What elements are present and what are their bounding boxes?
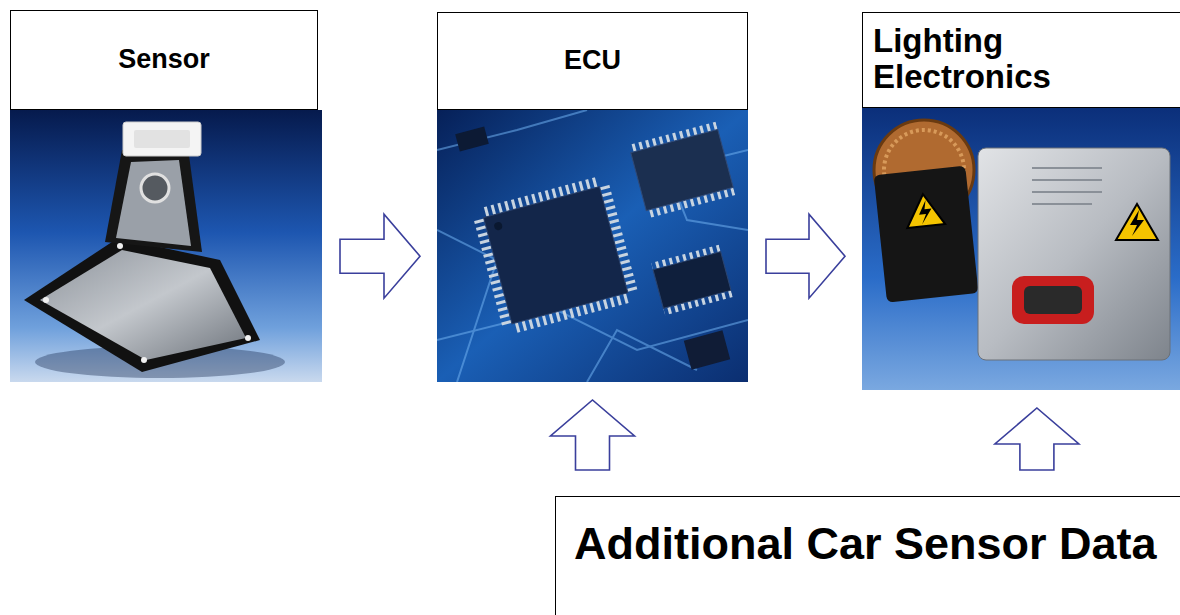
photo-part	[141, 357, 147, 363]
photo-part	[874, 166, 979, 303]
box-label: ECU	[564, 46, 621, 76]
block-arrow	[551, 400, 635, 470]
label-box: Lighting Electronics	[862, 12, 1180, 108]
photo-part	[1116, 204, 1158, 240]
photo-part	[123, 122, 201, 156]
photo-part	[862, 108, 1180, 390]
photo-part	[24, 238, 260, 372]
photo-part	[141, 174, 169, 202]
component-block: Lighting Electronics	[862, 12, 1180, 390]
photo-part	[629, 122, 736, 219]
block-arrow	[340, 214, 420, 298]
photo-part	[437, 110, 748, 382]
box-label: Sensor	[118, 45, 210, 75]
photo-part	[1024, 286, 1082, 314]
photo-part	[1032, 168, 1102, 204]
photo-part	[1032, 203, 1092, 205]
photo-part	[116, 160, 191, 246]
sensor-photo	[10, 110, 322, 382]
photo-part	[10, 110, 322, 382]
photo-part	[631, 129, 733, 210]
photo-part	[1012, 276, 1094, 324]
photo-part	[117, 243, 123, 249]
box-label: Lighting Electronics	[873, 23, 1103, 96]
photo-part	[978, 148, 1170, 360]
photo-part	[484, 187, 628, 324]
photo-part	[653, 252, 731, 309]
label-box: Sensor	[10, 10, 318, 110]
photo-part	[40, 250, 246, 360]
block-arrow	[995, 408, 1079, 470]
photo-part	[1130, 210, 1144, 236]
photo-part	[1032, 179, 1102, 181]
label-box: Additional Car Sensor Data	[555, 496, 1180, 615]
component-block: Sensor	[10, 10, 322, 382]
component-block: Additional Car Sensor Data	[555, 496, 1180, 615]
block-arrow	[766, 214, 845, 298]
photo-part	[918, 199, 933, 224]
photo-part	[1032, 191, 1102, 193]
photo-part	[874, 166, 979, 303]
component-block: ECU	[437, 12, 748, 382]
box-label: Additional Car Sensor Data	[574, 519, 1157, 569]
label-box: ECU	[437, 12, 748, 110]
photo-part	[437, 110, 748, 382]
photo-part	[455, 126, 489, 151]
photo-part	[105, 148, 202, 252]
photo-part	[1032, 167, 1102, 169]
photo-part	[471, 174, 640, 336]
photo-part	[493, 221, 503, 231]
photo-part	[134, 130, 190, 148]
lighting-photo	[862, 108, 1180, 390]
photo-part	[904, 192, 945, 228]
photo-part	[651, 245, 733, 315]
photo-part	[245, 335, 251, 341]
ecu-photo	[437, 110, 748, 382]
photo-part	[587, 330, 697, 382]
photo-part	[43, 297, 49, 303]
photo-part	[684, 330, 730, 369]
